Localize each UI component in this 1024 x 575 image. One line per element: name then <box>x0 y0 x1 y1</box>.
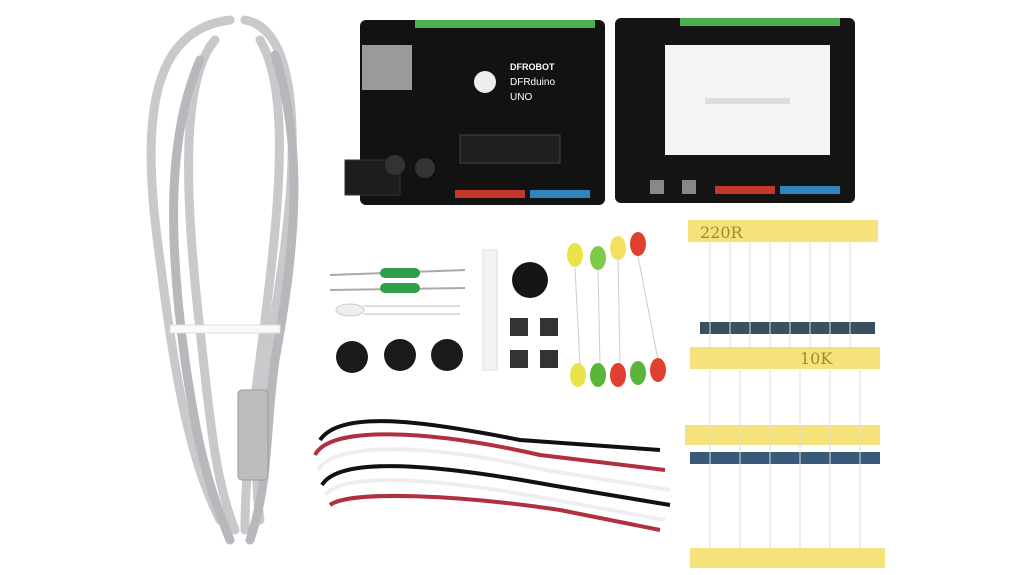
resistors-220: 220R 10K <box>688 220 880 369</box>
resistor-label-220: 220R <box>700 223 744 242</box>
leds <box>567 232 666 387</box>
arduino-board: DFROBOT DFRduino UNO <box>344 20 605 205</box>
potentiometer-knobs <box>336 339 463 373</box>
board-model: UNO <box>510 92 532 103</box>
cable-tie <box>169 324 281 334</box>
prototype-shield <box>615 18 855 203</box>
resistor-leads <box>709 242 861 548</box>
board-name: DFRduino <box>510 77 555 88</box>
photoresistor <box>482 249 498 371</box>
usb-connector <box>237 389 269 481</box>
usb-cable <box>146 15 299 545</box>
board-brand: DFROBOT <box>510 62 555 72</box>
resistors-strip-2 <box>685 425 885 568</box>
push-buttons <box>510 318 558 368</box>
dfrobot-logo <box>474 71 496 93</box>
green-inductors <box>329 268 466 293</box>
rgb-led <box>335 303 460 317</box>
buzzer <box>512 262 548 298</box>
jumper-wires <box>313 419 671 532</box>
resistor-label-10k: 10K <box>800 349 833 368</box>
